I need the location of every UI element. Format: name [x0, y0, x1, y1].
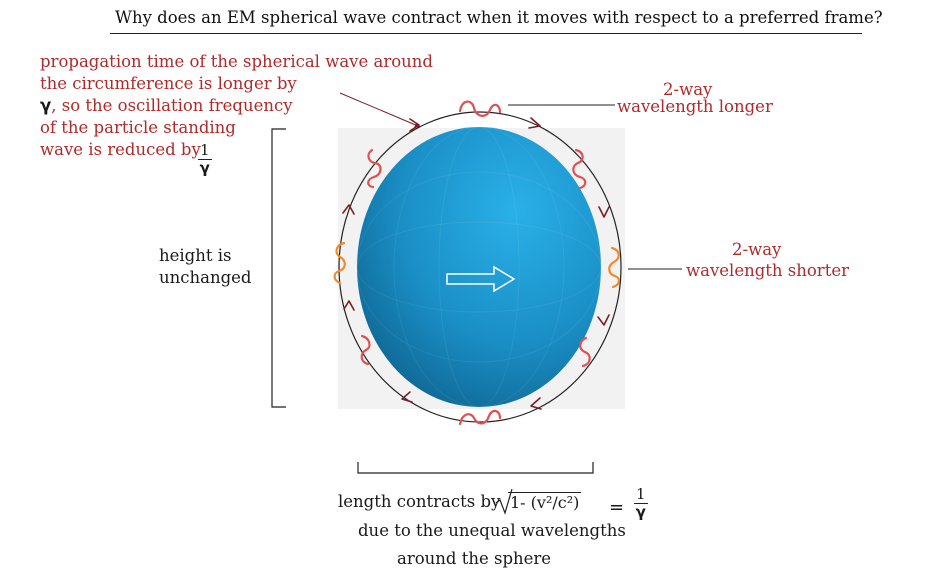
label-longer-line-2: wavelength longer	[617, 97, 773, 116]
reduction-fraction-numerator: 1	[198, 141, 212, 160]
gamma-symbol: γ	[40, 96, 52, 115]
wave-lower-right	[579, 336, 591, 368]
orbit-arrow-4	[530, 397, 542, 410]
orbit-arrow-1	[528, 117, 541, 129]
label-shorter-line-1: 2-way	[732, 240, 782, 259]
orbit-arrow-6	[343, 300, 355, 311]
orbit-arrowheads	[342, 117, 610, 410]
reduction-fraction-denominator: γ	[199, 159, 210, 177]
equals-sign: =	[609, 497, 625, 518]
sphere-facets	[356, 126, 602, 408]
length-fraction-denominator: γ	[635, 503, 646, 521]
wave-top	[458, 100, 502, 117]
length-bracket	[357, 462, 594, 474]
wave-upper-right	[572, 148, 587, 190]
propagation-note-line-1: propagation time of the spherical wave a…	[40, 52, 433, 71]
page-title: Why does an EM spherical wave contract w…	[115, 8, 883, 27]
length-note-line-2: due to the unequal wavelengths	[358, 521, 626, 540]
sqrt-sign	[495, 488, 513, 515]
wave-left	[333, 241, 346, 285]
length-fraction: 1 γ	[634, 486, 648, 521]
orbit-arrow-8	[409, 118, 420, 132]
propagation-note-line-4: of the particle standing	[40, 118, 236, 137]
orbit-arrow-2	[598, 206, 610, 218]
wave-right	[608, 246, 620, 289]
velocity-arrow	[446, 265, 516, 293]
label-shorter-line-2: wavelength shorter	[686, 261, 849, 280]
wave-bottom	[458, 409, 502, 426]
wave-upper-left	[367, 148, 382, 189]
propagation-note-line-3-text: , so the oscillation frequency	[51, 96, 293, 115]
length-note-prefix: length contracts by	[338, 492, 501, 511]
label-height-line-2: unchanged	[159, 268, 252, 287]
orbit-arrow-7	[342, 204, 355, 215]
propagation-note-line-3: γ, so the oscillation frequency	[40, 95, 293, 117]
label-longer-line-1: 2-way	[663, 80, 713, 99]
reduction-fraction: 1 γ	[198, 142, 212, 177]
orbit-arrow-3	[597, 314, 610, 326]
propagation-pointer-arrow	[339, 92, 421, 128]
length-fraction-numerator: 1	[634, 485, 648, 504]
title-underline	[110, 33, 862, 34]
sqrt-radicand: 1- (v²/c²)	[508, 492, 582, 512]
wave-lower-left	[360, 334, 371, 366]
label-height-line-1: height is	[159, 246, 232, 265]
wave-orbit-ellipse	[338, 111, 622, 423]
propagation-note-line-2: the circumference is longer by	[40, 74, 297, 93]
height-bracket	[271, 128, 286, 408]
length-note-line-3: around the sphere	[397, 549, 552, 568]
orbit-arrow-5	[401, 391, 413, 403]
propagation-note-line-5: wave is reduced by	[40, 140, 201, 159]
sphere	[357, 127, 601, 407]
